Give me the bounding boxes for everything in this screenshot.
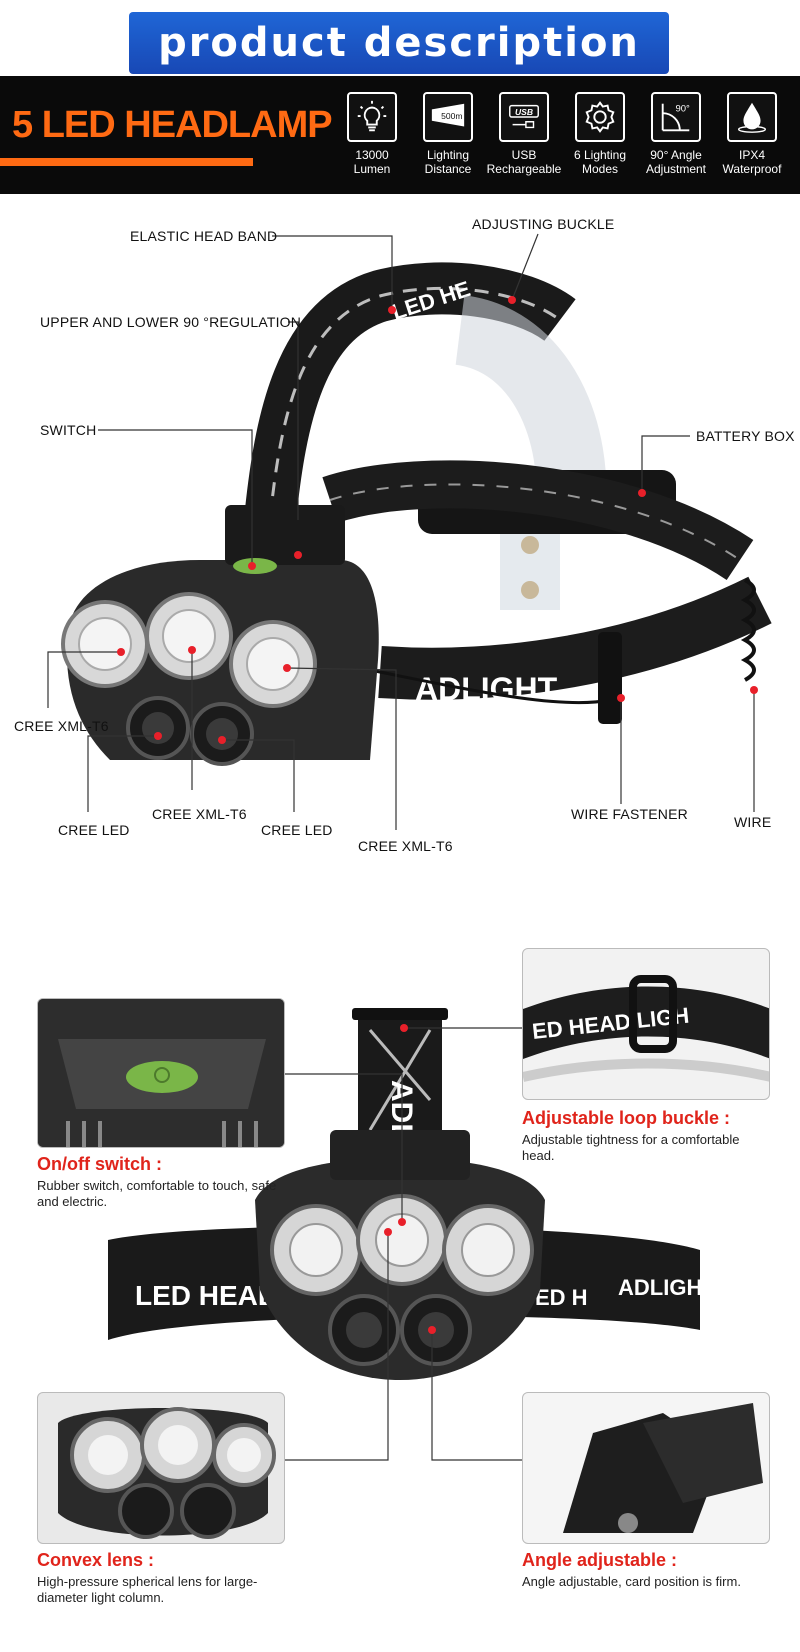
front-band [378, 576, 772, 700]
callout-battery-box: BATTERY BOX [696, 428, 795, 444]
buckle-caption-title: Adjustable loop buckle : [522, 1108, 731, 1128]
green-switch-button [126, 1061, 198, 1093]
callout-cree-xml-t6-left: CREE XML-T6 [14, 718, 109, 734]
strap-text-front: ADLIGHT [415, 671, 558, 707]
inset-switch-image [37, 998, 285, 1148]
callout-elastic-head-band: ELASTIC HEAD BAND [130, 228, 278, 244]
feature-label: 13000 Lumen [353, 148, 391, 176]
callout-cree-led-right: CREE LED [261, 822, 333, 838]
wire-cable [369, 668, 611, 705]
loop-buckle [629, 975, 677, 1053]
strap-text-side: LED [345, 536, 397, 566]
brand-title: 5 LED HEADLAMP [12, 104, 333, 146]
angle-icon: 90° [651, 92, 701, 142]
inset-lens-image [37, 1392, 285, 1544]
switch-housing [225, 505, 345, 565]
angle-caption-desc: Angle adjustable, card position is firm. [522, 1574, 741, 1589]
band-rivet [521, 581, 539, 599]
feature-label: IPX4 Waterproof [722, 148, 782, 176]
feature-waterproof: IPX4 Waterproof [714, 92, 790, 176]
distance-icon: 500m [423, 92, 473, 142]
leader-lines [47, 233, 755, 830]
title-banner: product description [129, 12, 669, 74]
pivot-screw [618, 1513, 638, 1533]
callout-cree-led-left: CREE LED [58, 822, 130, 838]
strap-text-right: ED H [535, 1285, 588, 1310]
wire-fastener-clip [598, 632, 622, 724]
callout-upper-lower-regulation: UPPER AND LOWER 90 °REGULATION [40, 314, 302, 330]
feature-distance: 500m Lighting Distance [410, 92, 486, 176]
detail-leader-lines [284, 1027, 522, 1461]
switch-caption-desc: Rubber switch, comfortable to touch, saf… [37, 1178, 277, 1209]
usb-badge: USB [515, 107, 533, 117]
angle-badge: 90° [675, 103, 690, 114]
band-rivet [521, 536, 539, 554]
top-strap-buckle [352, 1008, 448, 1020]
distance-badge: 500m [441, 111, 462, 121]
lens-caption-title: Convex lens : [37, 1550, 155, 1570]
inset-angle-image [522, 1392, 770, 1544]
inset-buckle-image: ED HEAD LIGH [522, 948, 770, 1100]
water-drop-icon [727, 92, 777, 142]
page-title: product description [158, 20, 640, 66]
lens-caption-desc: High-pressure spherical lens for large-d… [37, 1574, 258, 1605]
buckle-caption-desc: Adjustable tightness for a comfortable h… [522, 1132, 740, 1163]
callout-wire-fastener: WIRE FASTENER [571, 806, 688, 822]
callout-cree-xml-t6-mid: CREE XML-T6 [152, 806, 247, 822]
head-band-pattern [268, 287, 561, 521]
detail-switch-housing [330, 1130, 470, 1180]
callout-dots [117, 296, 758, 744]
callout-switch: SWITCH [40, 422, 97, 438]
angle-caption-title: Angle adjustable : [522, 1550, 678, 1570]
brand-underline [0, 158, 253, 166]
switch-caption-title: On/off switch : [37, 1154, 162, 1174]
feature-label: 90° Angle Adjustment [645, 148, 707, 176]
feature-bar: 5 LED HEADLAMP 13000 Lumen 500m Lighting… [0, 76, 800, 194]
gear-icon [575, 92, 625, 142]
strap-text-right-2: ADLIGH [618, 1275, 702, 1300]
side-band-pattern [329, 483, 741, 561]
feature-label: 6 Lighting Modes [573, 148, 627, 176]
feature-lumen: 13000 Lumen [334, 92, 410, 176]
headlamp-detail-view: ADLIGHT LED HEADL ED H ADLIGH [108, 1008, 702, 1461]
usb-icon: USB [499, 92, 549, 142]
feature-modes: 6 Lighting Modes [562, 92, 638, 176]
feature-label: Lighting Distance [424, 148, 472, 176]
callout-cree-xml-t6-right: CREE XML-T6 [358, 838, 453, 854]
headlamp-diagram: LED HE LED ADLIGHT [47, 233, 772, 830]
feature-angle: 90° 90° Angle Adjustment [638, 92, 714, 176]
feature-label: USB Rechargeable [486, 148, 562, 176]
lightbulb-icon [347, 92, 397, 142]
coiled-wire [740, 578, 756, 682]
callout-wire: WIRE [734, 814, 772, 830]
feature-usb: USB USB Rechargeable [486, 92, 562, 176]
callout-adjusting-buckle: ADJUSTING BUCKLE [472, 216, 615, 232]
